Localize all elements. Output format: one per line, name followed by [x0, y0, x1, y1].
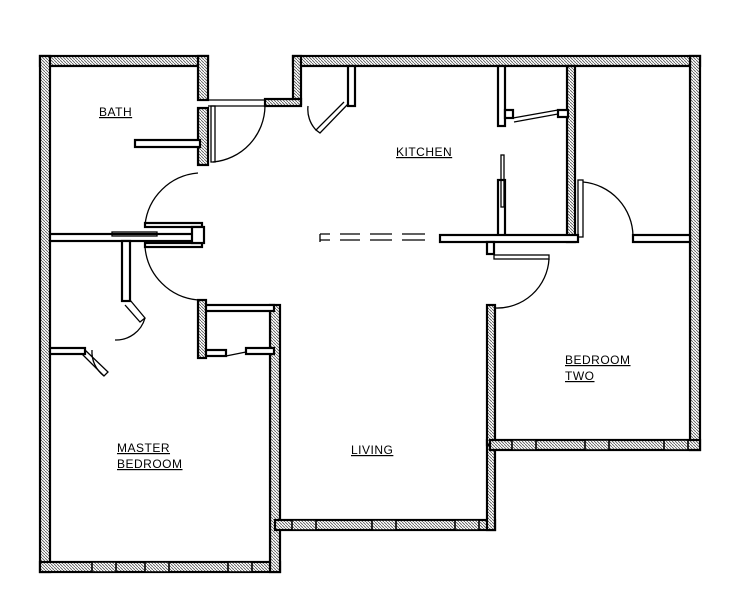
interior-walls	[48, 64, 692, 358]
room-label-bedroom-two-1: BEDROOM	[565, 353, 631, 367]
doors	[81, 99, 634, 377]
exterior-walls	[38, 54, 702, 574]
room-label-living: LIVING	[351, 443, 393, 457]
room-label-master-2: BEDROOM	[117, 457, 183, 471]
room-label-bedroom-two-2: TWO	[565, 369, 595, 383]
windows	[91, 439, 689, 573]
room-label-bath: BATH	[99, 105, 132, 119]
room-label-master-1: MASTER	[117, 441, 170, 455]
room-label-kitchen: KITCHEN	[396, 145, 452, 159]
